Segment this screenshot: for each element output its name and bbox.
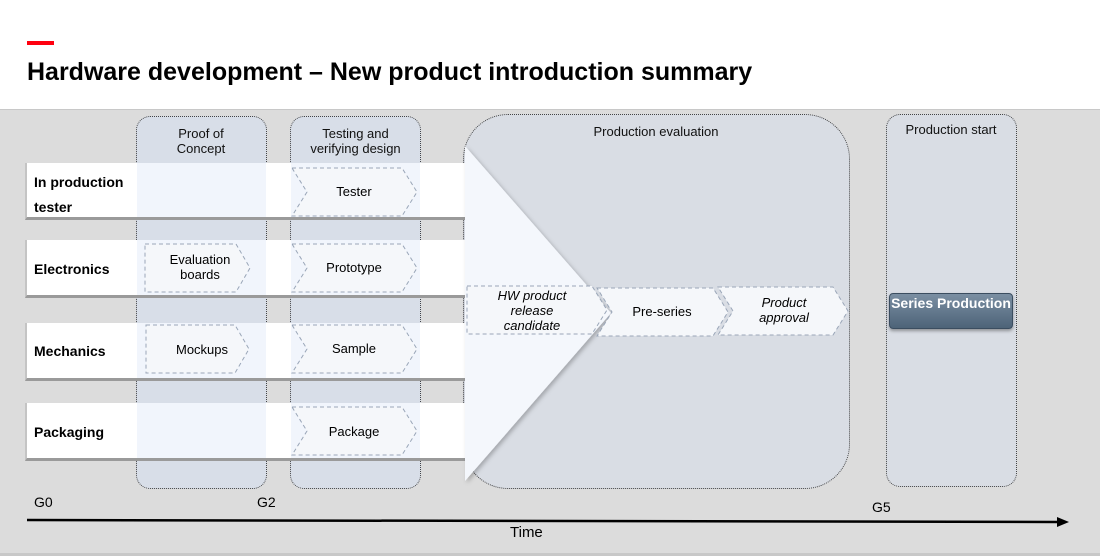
accent-bar (27, 41, 54, 45)
step-evaluation-boards: Evaluation boards (169, 252, 231, 282)
row-label-electronics: Electronics (34, 261, 110, 277)
phase-label-start: Production start (905, 122, 997, 137)
time-axis-label: Time (510, 524, 543, 541)
phase-label-testing: Testing and verifying design (310, 126, 401, 156)
step-product-approval: Product approval (759, 295, 809, 325)
phase-label-proof: Proof of Concept (176, 126, 226, 156)
step-sample: Sample (331, 341, 377, 356)
page-title: Hardware development – New product intro… (27, 58, 753, 86)
step-tester: Tester (336, 184, 372, 199)
gate-g0: G0 (34, 494, 53, 510)
step-mockups: Mockups (175, 342, 229, 357)
step-prototype: Prototype (326, 260, 382, 275)
gate-g2: G2 (257, 494, 276, 510)
row-label-tester: In production tester (34, 174, 124, 215)
row-label-mechanics: Mechanics (34, 343, 106, 359)
axis-arrowhead (1057, 517, 1069, 527)
phase-label-evaluation: Production evaluation (593, 124, 719, 139)
proof-column-overlay-4 (137, 403, 266, 458)
step-hw-release: HW product release candidate (497, 288, 567, 333)
time-axis (27, 517, 1069, 527)
series-production-box: Series Production (889, 293, 1013, 329)
gate-g5: G5 (872, 499, 891, 515)
row-label-packaging: Packaging (34, 424, 105, 440)
step-pre-series: Pre-series (632, 304, 692, 319)
step-package: Package (328, 424, 380, 439)
proof-column-overlay-1 (137, 163, 266, 217)
